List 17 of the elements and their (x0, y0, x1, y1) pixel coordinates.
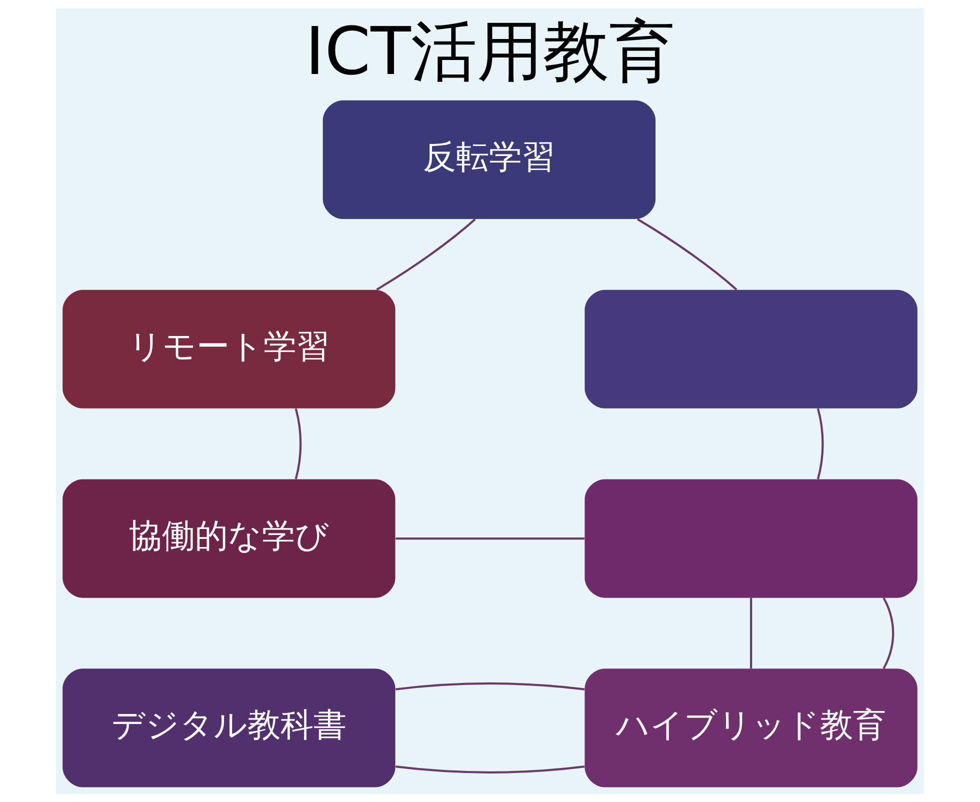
diagram-title: ICT活用教育 (305, 13, 675, 90)
connector (750, 598, 752, 668)
connector (396, 537, 584, 540)
node-box: デジタル教科書 (62, 668, 396, 788)
connector (636, 218, 738, 290)
connector (294, 408, 302, 480)
connector (816, 408, 824, 480)
node-box: 協働的な学び (62, 479, 396, 598)
node-box (584, 479, 918, 598)
node-box (584, 290, 918, 408)
node-box: リモート学習 (62, 290, 396, 408)
connector (376, 218, 476, 291)
node-box: 反転学習 (322, 100, 656, 219)
connector (882, 598, 894, 669)
connector (396, 682, 585, 690)
node-box: ハイブリッド教育 (584, 668, 918, 788)
connector (396, 766, 585, 774)
